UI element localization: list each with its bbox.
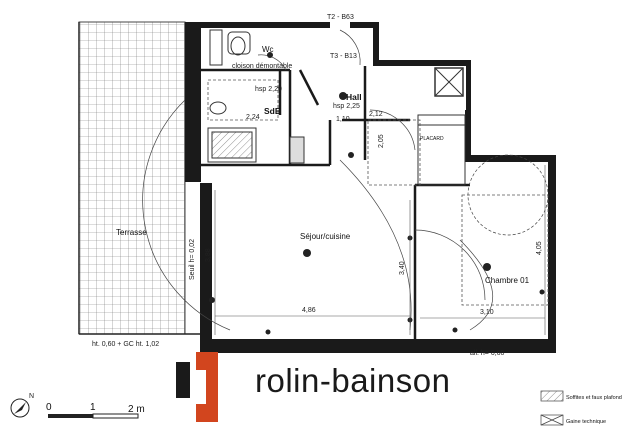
dim-chambre-height: 4,05 [536,241,543,255]
legend-item-soffites: Soffites et faux plafond [566,395,622,401]
soffit-zones [207,79,549,306]
room-hall-hsp: hsp 2,25 [333,103,360,110]
dim-hall-a: 2,12 [369,111,383,118]
room-hall: Hall [346,92,362,102]
room-terrasse: Terrasse [116,228,147,237]
terrace-area [78,21,200,335]
unit-code-t2: T2 - B63 [327,14,354,21]
bathroom-fixtures [207,29,466,186]
brand-logo-icon [176,352,218,422]
note-placard: PLACARD [420,136,444,142]
unit-code-t3: T3 - B13 [330,53,357,60]
room-labels: T2 - B63 T3 - B13 Terrasse Séjour/cuisin… [92,14,543,357]
exterior-walls [185,22,556,353]
dim-mid-height: 3,40 [399,261,406,275]
room-sde-hsp: hsp 2,20 [255,86,282,93]
dim-sejour-height: 3,88 [205,248,212,262]
electrical-symbols [209,52,545,335]
brand-name: rolin-bainson [255,362,451,399]
legend: Soffites et faux plafond Gaine technique [540,390,622,426]
dimension-lines [214,165,546,335]
room-wc: Wc [262,45,274,54]
north-label: N [29,393,34,400]
note-seuil: Seuil h= 0,02 [189,239,196,280]
dim-chambre-width: 3,10 [480,309,494,316]
scale-one: 1 [90,402,96,413]
room-cloison: cloison démontable [232,63,292,70]
scale-bar: 0 1 2 m [46,402,145,419]
room-chambre: Chambre 01 [485,276,530,285]
scale-two: 2 m [128,404,145,415]
legend-item-gaine: Gaine technique [566,419,606,425]
north-arrow: N [10,393,34,418]
door-swings [142,29,549,331]
note-window-ht: all. h= 0,60 [470,350,505,357]
note-terrace-ht: ht. 0,60 + GC ht. 1,02 [92,341,159,348]
dim-sde-w: 2,24 [246,114,260,121]
room-sejour: Séjour/cuisine [300,232,351,241]
dim-hall-b: 2,05 [378,134,385,148]
dim-sde-top: 1,10 [336,116,350,123]
scale-zero: 0 [46,402,52,413]
dim-sejour-width: 4,86 [302,307,316,314]
room-sde: SdE [264,106,281,116]
